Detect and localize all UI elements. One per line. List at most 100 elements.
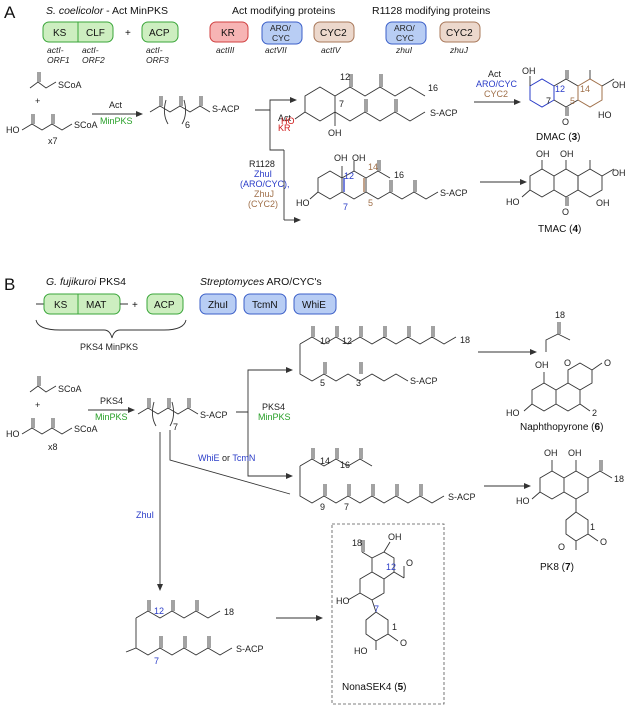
lower-c14: 14 (320, 456, 330, 466)
cyc-label: CYC (272, 33, 290, 43)
malonyl-ho: HO (6, 125, 20, 135)
zhui-sacp: S-ACP (236, 644, 264, 654)
acp-domain: ACP (141, 21, 179, 43)
pks4-upper-arrow (236, 367, 293, 413)
tcmn-domain: TcmN (243, 293, 287, 315)
whie-branch-line (169, 430, 291, 495)
upper-c18: 18 (460, 335, 470, 345)
whie-domain: WhiE (293, 293, 337, 315)
panel-b-organism: G. fujikuroi PKS4 (46, 276, 126, 288)
kr-product-ho: HO (281, 116, 295, 126)
naphtho-o1: O (564, 358, 571, 368)
act-minpks-arrow-bottom: MinPKS (100, 116, 133, 126)
kr-product-c16: 16 (428, 83, 438, 93)
kr-arrow-bottom: KR (278, 123, 291, 133)
acp-b-label: ACP (154, 300, 175, 311)
naphthopyrone-name: Naphthopyrone (6) (520, 422, 603, 433)
zhui-domain: ZhuI (199, 293, 237, 315)
sek4-c18: 18 (352, 538, 362, 548)
cyc2-label: CYC2 (320, 28, 347, 39)
tmac-oh4: OH (596, 198, 610, 208)
kr-domain: KR (209, 21, 249, 43)
r1128-c16: 16 (394, 170, 404, 180)
panel-a-letter: A (4, 3, 16, 22)
lower-c7: 7 (344, 502, 349, 512)
zhui-c18: 18 (224, 607, 234, 617)
dmac-c14: 14 (580, 84, 590, 94)
pks4-lower-arrow (247, 412, 293, 479)
dmac-oh2: OH (612, 80, 626, 90)
nonasek4-name: NonaSEK4 (5) (342, 682, 407, 693)
gene-actVII: actVII (265, 45, 287, 55)
chain-sacp: S-ACP (212, 104, 240, 114)
pk8-oh2: OH (568, 448, 582, 458)
pks4-lower-intermediate: 14 16 9 7 S-ACP (299, 448, 476, 512)
cyc2b-label: CYC2 (446, 28, 473, 39)
r1128-line5: (CYC2) (248, 199, 278, 209)
gene-zhuJ: zhuJ (449, 45, 469, 55)
tmac-o: O (562, 207, 569, 217)
pk8-ho: HO (516, 496, 530, 506)
gene-zhuI: zhuI (395, 45, 413, 55)
sek4-ho2: HO (354, 646, 368, 656)
pk8-c1: 1 (590, 522, 595, 532)
zhui-c12: 12 (154, 606, 164, 616)
sek4-c7: 7 (374, 604, 379, 614)
plus-sign: + (125, 28, 131, 39)
zhui-arrow-label: ZhuI (136, 510, 154, 520)
ks-b-label: KS (54, 300, 68, 311)
ks-label: KS (53, 28, 67, 39)
sek4-oh: OH (388, 532, 402, 542)
dmac-o: O (562, 117, 569, 127)
gene-actI-orf3-a: actI- (146, 45, 163, 55)
branch-line-a (269, 110, 284, 151)
minpks-brace (35, 319, 187, 339)
sek4-c12: 12 (386, 562, 396, 572)
nonasek4-dashed-box (331, 523, 445, 705)
tmac-ho: HO (506, 197, 520, 207)
gene-actIV: actIV (321, 45, 342, 55)
naphthopyrone-structure: 18 OH O O HO 2 Naphthopyrone (6) (506, 310, 611, 433)
naphtho-oh: OH (535, 360, 549, 370)
kr-arrow-top: Act (278, 113, 292, 123)
aro2-label: ARO/ (394, 23, 415, 33)
act-minpks-arrow-top: Act (109, 100, 123, 110)
cyc3-label: CYC (396, 33, 414, 43)
r1128-oh2: OH (352, 153, 366, 163)
malonyl-scoa-label: SCoA (74, 120, 98, 130)
zhui-intermediate: 12 18 7 S-ACP (125, 600, 264, 666)
r1128-c5: 5 (368, 198, 373, 208)
panel-a-starter-units: SCoA + HO SCoA x7 (6, 72, 98, 146)
clf-label: CLF (86, 28, 105, 39)
tmac-oh1: OH (536, 149, 550, 159)
acetyl-scoa-label: SCoA (58, 80, 82, 90)
tmac-oh2: OH (560, 149, 574, 159)
pk8-name: PK8 (7) (540, 562, 574, 573)
whie-label: WhiE (302, 300, 326, 311)
kr-arrow (255, 97, 297, 111)
tcmn-label: TcmN (252, 300, 278, 311)
pk8-c18: 18 (614, 474, 624, 484)
streptomyces-title: Streptomyces ARO/CYC's (200, 276, 322, 288)
plus-b: + (132, 300, 138, 311)
dmac-structure: OH 12 14 7 5 O OH HO DMAC (3) (522, 66, 626, 143)
r1128-line4: ZhuJ (254, 189, 274, 199)
b-arrow-top: PKS4 (100, 396, 123, 406)
dmac-ho: HO (598, 110, 612, 120)
b-chain-sacp: S-ACP (200, 410, 228, 420)
naphtho-c2: 2 (592, 408, 597, 418)
r1128-c14: 14 (368, 162, 378, 172)
pk8-o: O (600, 537, 607, 547)
sek4-o: O (406, 558, 413, 568)
panel-a-organism: S. coelicolor - Act MinPKS (46, 5, 168, 17)
sek4-o2: O (400, 638, 407, 648)
tmac-oh3: OH (612, 168, 626, 178)
pks4-arrow-bottom: MinPKS (258, 412, 291, 422)
zhui-label: ZhuI (208, 300, 228, 311)
naphtho-o2: O (604, 358, 611, 368)
dmac-c12: 12 (555, 84, 565, 94)
x8-label: x8 (48, 442, 58, 452)
kr-product-structure: 12 16 7 HO OH S-ACP (281, 72, 458, 138)
panel-b-polyketide-chain: 7 S-ACP (137, 398, 228, 432)
kr-product-c7: 7 (339, 99, 344, 109)
